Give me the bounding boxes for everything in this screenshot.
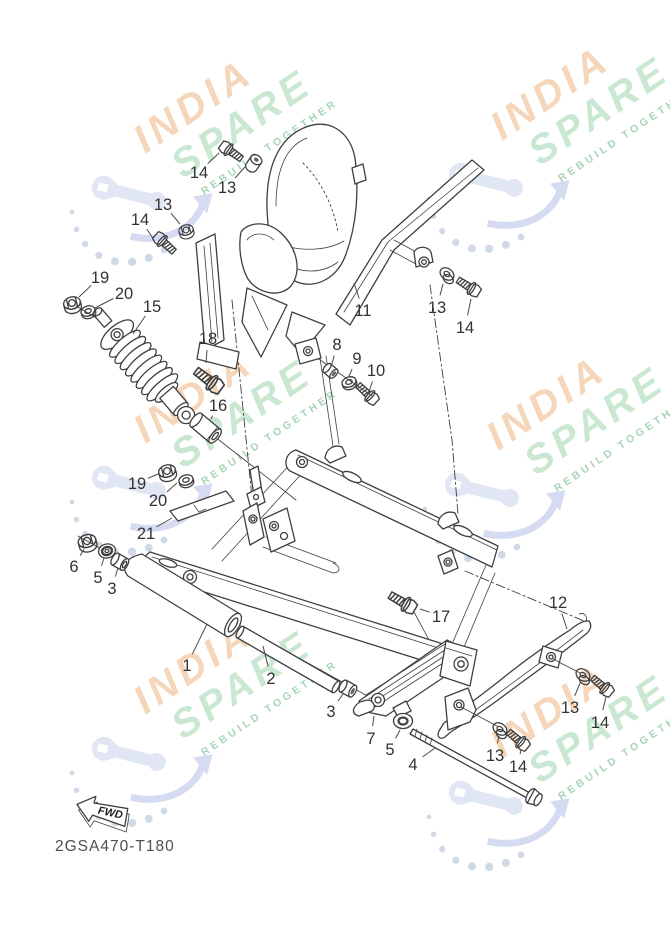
leader-line: [156, 517, 173, 528]
bolt-drawing: [385, 587, 420, 617]
part-number-label: 19: [91, 269, 109, 287]
part-number-label: 17: [432, 608, 450, 626]
part-number-label: 11: [354, 302, 371, 320]
leader-line: [132, 315, 146, 335]
part-number-label: 14: [131, 211, 149, 229]
part-number-label: 14: [456, 319, 474, 337]
part-number-label: 9: [352, 350, 361, 368]
leader-line: [602, 696, 607, 711]
leader-line: [170, 212, 181, 225]
watermark: INDIA SPARE REBUILD TOGETHER: [397, 37, 670, 276]
fender-fasteners-top: [150, 138, 484, 300]
rear-fender-drawing: [195, 123, 367, 370]
watermark-layer: INDIA SPARE REBUILD TOGETHER INDIA SPARE…: [40, 37, 670, 894]
part-number-label: 7: [366, 730, 375, 748]
part-number-label: 13: [154, 196, 172, 214]
leader-line: [166, 482, 178, 493]
axle-bolt-drawing: [409, 728, 543, 807]
leader-line: [94, 298, 114, 309]
part-number-label: 3: [326, 703, 335, 721]
part-number-label: 6: [69, 558, 78, 576]
leader-line: [422, 747, 436, 758]
part-number-label: 12: [549, 594, 567, 612]
diagram-code: 2GSA470-T180: [55, 838, 175, 855]
leader-line: [519, 748, 522, 755]
part-number-label: 14: [509, 758, 527, 776]
washer-drawing: [339, 374, 360, 393]
swingarm-drawing: [123, 445, 499, 694]
leader-line: [146, 228, 155, 241]
washer-drawing: [78, 303, 98, 322]
leader-line: [114, 567, 119, 577]
cap-nut-drawing: [244, 154, 263, 173]
chain-guide-drawing: [338, 639, 543, 807]
leader-line: [419, 608, 430, 613]
collar-drawing: [189, 412, 222, 444]
leader-line: [331, 355, 335, 365]
leader-line: [191, 623, 208, 655]
grommet-drawing: [435, 264, 459, 287]
leader-line: [205, 349, 208, 364]
leader-line: [348, 368, 353, 377]
pivot-fasteners-left: [76, 531, 130, 571]
leader-line: [467, 298, 472, 316]
fwd-label: FWD: [97, 805, 124, 822]
leader-line: [372, 715, 375, 727]
line-drawing: FWD 2GSA470-T180: [55, 123, 617, 855]
fender-stay-drawing: [335, 159, 485, 326]
part-number-label: 20: [115, 285, 133, 303]
part-number-label: 14: [591, 714, 609, 732]
part-number-label: 13: [486, 747, 504, 765]
leader-line: [497, 735, 500, 744]
leader-line: [561, 613, 568, 630]
chain-guard-drawing: [437, 613, 617, 754]
leader-line: [101, 557, 105, 566]
part-number-label: 2: [266, 670, 275, 688]
part-number-label: 14: [190, 164, 208, 182]
leader-line: [78, 284, 92, 298]
leader-line: [262, 645, 269, 667]
leader-line: [353, 282, 360, 299]
leader-line: [574, 680, 582, 697]
leader-line: [147, 473, 159, 479]
leader-line: [207, 152, 220, 165]
leader-line: [210, 415, 214, 420]
part-number-label: 3: [107, 580, 116, 598]
part-number-label: 13: [561, 699, 579, 717]
leader-line: [79, 548, 85, 556]
part-number-label: 19: [128, 475, 146, 493]
leader-line: [337, 693, 344, 702]
fwd-direction-arrow: FWD: [76, 795, 130, 833]
leader-line: [439, 283, 444, 296]
shock-absorber-drawing: [61, 294, 227, 444]
part-number-label: 1: [182, 657, 191, 675]
bolt-drawing: [453, 273, 484, 300]
part-number-label: 16: [209, 397, 227, 415]
part-number-label: 8: [332, 336, 341, 354]
part-number-label: 4: [408, 756, 417, 774]
part-number-label: 5: [385, 741, 394, 759]
nut-drawing: [61, 294, 84, 316]
leader-line: [368, 381, 373, 393]
part-number-label: 15: [143, 298, 161, 316]
part-number-label: 13: [428, 299, 446, 317]
watermark: INDIA SPARE REBUILD TOGETHER: [393, 347, 670, 586]
leader-line: [395, 729, 401, 739]
leader-line: [234, 166, 246, 179]
fender-damper-fasteners: [322, 362, 382, 408]
part-number-label: 5: [93, 569, 102, 587]
part-number-label: 21: [137, 525, 155, 543]
bolt-drawing: [352, 379, 382, 408]
nut-drawing: [156, 462, 179, 484]
part-number-label: 10: [367, 362, 385, 380]
part-number-label: 20: [149, 492, 167, 510]
part-number-label: 18: [199, 330, 217, 348]
part-number-label: 13: [218, 179, 236, 197]
